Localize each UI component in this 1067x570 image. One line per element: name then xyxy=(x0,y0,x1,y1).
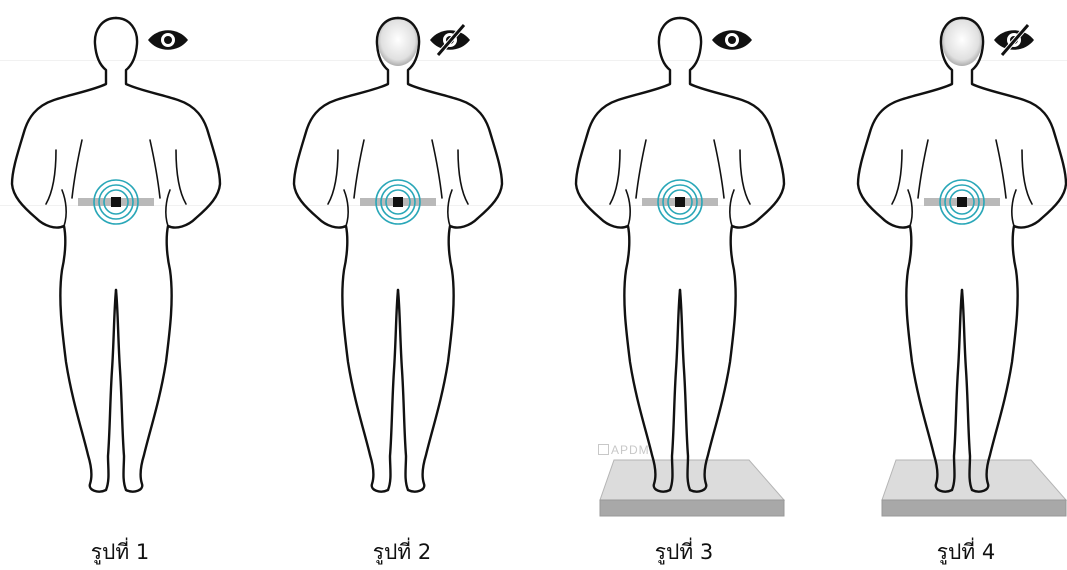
right-arm-inner xyxy=(432,140,468,226)
right-arm-inner xyxy=(996,140,1032,226)
body-right-half xyxy=(680,18,784,492)
body-left-half xyxy=(12,18,116,492)
eye-icon xyxy=(712,30,752,50)
panel-caption: รูปที่ 4 xyxy=(846,536,1067,569)
panel-caption: รูปที่ 3 xyxy=(564,536,804,569)
panel-1: รูปที่ 1 xyxy=(0,0,240,570)
body-outline xyxy=(858,18,1066,492)
left-arm-inner xyxy=(892,140,928,226)
right-arm-inner xyxy=(714,140,750,226)
foam-pad xyxy=(600,460,784,516)
left-arm-inner xyxy=(328,140,364,226)
body-right-half xyxy=(398,18,502,492)
eye-slash-icon xyxy=(994,25,1034,55)
body-outline xyxy=(12,18,220,492)
right-arm-inner xyxy=(150,140,186,226)
head-shade xyxy=(942,18,982,66)
body-left-half xyxy=(294,18,398,492)
foam-pad-side xyxy=(882,500,1066,516)
figure-svg xyxy=(0,0,240,530)
foam-pad-side xyxy=(600,500,784,516)
body-right-half xyxy=(962,18,1066,492)
body-outline xyxy=(576,18,784,492)
eye-icon xyxy=(148,30,188,50)
figure-svg xyxy=(846,0,1067,530)
panel-3: รูปที่ 3 xyxy=(564,0,804,570)
panel-caption: รูปที่ 2 xyxy=(282,536,522,569)
panel-2: รูปที่ 2 xyxy=(282,0,522,570)
watermark: APDM xyxy=(598,443,650,457)
body-left-half xyxy=(858,18,962,492)
foam-pad xyxy=(882,460,1066,516)
left-arm-inner xyxy=(610,140,646,226)
body-outline xyxy=(294,18,502,492)
watermark-logo-icon xyxy=(598,444,609,455)
head-shade xyxy=(378,18,418,66)
eye-slash-icon xyxy=(430,25,470,55)
body-right-half xyxy=(116,18,220,492)
foam-pad-top xyxy=(882,460,1066,500)
foam-pad-top xyxy=(600,460,784,500)
body-left-half xyxy=(576,18,680,492)
left-arm-inner xyxy=(46,140,82,226)
panel-4: รูปที่ 4 xyxy=(846,0,1067,570)
panel-caption: รูปที่ 1 xyxy=(0,536,240,569)
figure-svg xyxy=(282,0,522,530)
